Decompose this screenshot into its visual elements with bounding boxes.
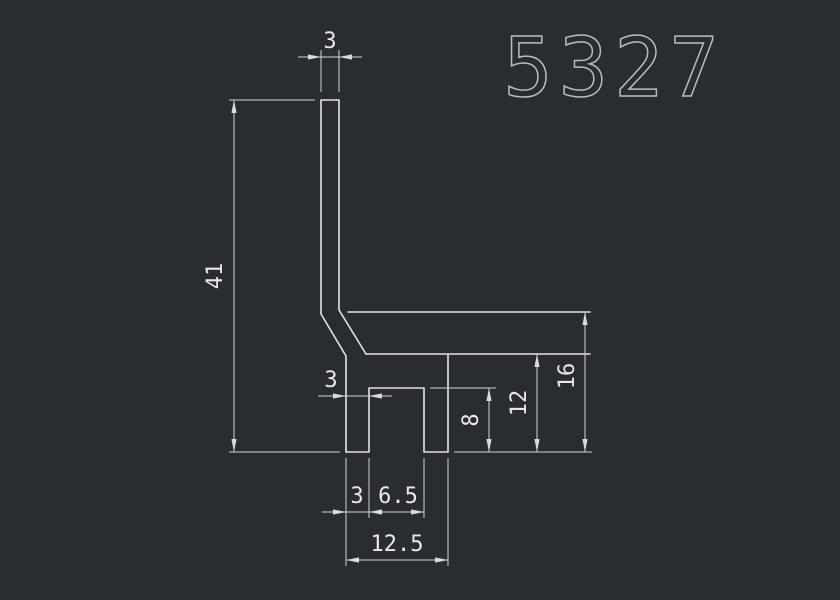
dimension-top-width[interactable]: 3 bbox=[298, 29, 362, 60]
dim-label-top-width: 3 bbox=[323, 29, 336, 54]
arrow-wall-right bbox=[369, 393, 382, 399]
dim-label-flange-top: 16 bbox=[555, 363, 580, 390]
dim-label-notch-width: 6.5 bbox=[378, 484, 418, 509]
profile-right-edge bbox=[338, 99, 367, 355]
arrow-notch-height-top bbox=[486, 388, 492, 401]
arrow-bottom-leg bbox=[333, 509, 346, 515]
profile-outline[interactable] bbox=[320, 99, 591, 453]
arrow-notch-height-bottom bbox=[486, 439, 492, 452]
dimension-overall-height[interactable]: 41 bbox=[203, 100, 237, 452]
profile-bottom-channel bbox=[345, 353, 449, 453]
arrow-flange-underside-bottom bbox=[534, 439, 540, 452]
dimension-flange-underside[interactable]: 12 bbox=[507, 354, 540, 452]
dim-label-notch-height: 8 bbox=[459, 413, 484, 426]
arrow-flange-top-top bbox=[582, 312, 588, 325]
arrow-height-top bbox=[231, 100, 237, 113]
arrow-flange-top-bottom bbox=[582, 439, 588, 452]
dim-label-wall: 3 bbox=[324, 368, 337, 393]
arrow-notch-right bbox=[411, 509, 424, 515]
dimension-notch-height[interactable]: 8 bbox=[459, 388, 492, 452]
arrow-bottom-width-right bbox=[435, 557, 448, 563]
arrow-top-width-right bbox=[339, 54, 352, 60]
arrow-wall-left bbox=[333, 393, 346, 399]
dim-label-flange-underside: 12 bbox=[507, 390, 532, 417]
dimension-flange-top[interactable]: 16 bbox=[555, 312, 588, 452]
dim-label-bottom-leg: 3 bbox=[350, 484, 363, 509]
arrow-height-bottom bbox=[231, 439, 237, 452]
dim-label-height: 41 bbox=[203, 263, 228, 290]
arrow-top-width-left bbox=[308, 54, 321, 60]
dimension-wall-thickness[interactable]: 3 bbox=[318, 368, 392, 399]
dim-label-bottom-width: 12.5 bbox=[371, 532, 424, 557]
profile-left-edge bbox=[320, 99, 347, 453]
dimension-notch-width[interactable]: 6.5 bbox=[369, 484, 424, 515]
arrow-flange-underside-top bbox=[534, 354, 540, 367]
drawing-number-title: 5327 bbox=[503, 21, 724, 116]
arrow-bottom-width-left bbox=[346, 557, 359, 563]
arrow-notch-left bbox=[369, 509, 382, 515]
extension-lines bbox=[229, 50, 592, 566]
dimension-bottom-leg[interactable]: 3 bbox=[322, 484, 369, 515]
dimension-bottom-width[interactable]: 12.5 bbox=[346, 532, 448, 563]
